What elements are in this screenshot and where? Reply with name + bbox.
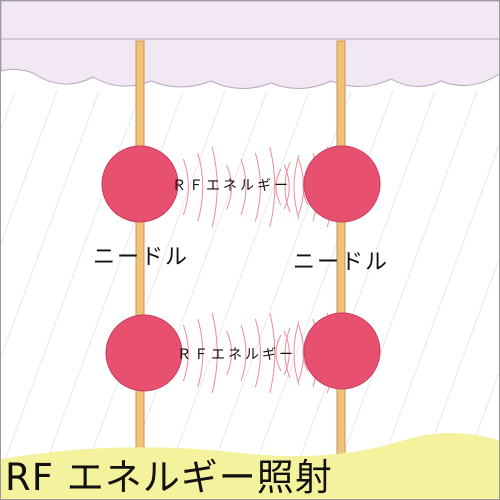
rf-energy-label-top: ＲＦエネルギー [172,178,291,194]
rf-wave-arc [226,164,233,210]
rf-wave-arc [240,324,247,382]
rf-wave-arc [211,312,218,394]
tissue-line [294,90,436,472]
rf-wave-arc [293,320,300,386]
rf-wave-arc [240,158,247,216]
tissue-line [462,371,499,472]
skin-surface [1,1,499,89]
tissue-line [84,90,226,472]
electrode-bottom-right [303,312,381,390]
rf-wave-arc [254,152,261,222]
rf-wave-arc [284,327,291,379]
rf-wave-arc [269,146,276,228]
tissue-line [336,90,478,472]
tissue-texture [1,90,499,472]
electrode-top-right [303,145,381,223]
tissue-line [252,90,394,472]
rf-wave-arc [298,158,305,216]
rf-energy-label-bottom: ＲＦエネルギー [177,347,296,363]
rf-wave-arc [275,168,282,206]
tissue-line [1,90,100,359]
tissue-line [42,90,184,472]
tissue-line [126,90,268,472]
tissue-line [378,143,499,472]
tissue-line [1,90,16,131]
tissue-line [1,90,58,245]
electrode-top-left [101,145,179,223]
rf-wave-arc [226,330,233,376]
caption-band [1,433,499,499]
electrode-bottom-left [105,314,183,392]
caption-title: RF エネルギー照射 [5,456,333,499]
rf-wave-arc [283,164,290,210]
rf-wave-arc [182,324,189,382]
tissue-line [420,257,499,472]
rf-wave-arc [197,152,204,222]
tissue-line [1,90,142,472]
rf-wave-arc [275,334,282,372]
rf-wave-arc [293,154,300,220]
tissue-line [168,90,310,472]
rf-wave-arc [254,318,261,388]
rf-wave-arc [283,330,290,376]
needle-label-right: ニードル [293,250,390,275]
rf-wave-arc [211,146,218,228]
rf-wave-arc [197,318,204,388]
rf-wave-arc [182,158,189,216]
needle-label-left: ニードル [93,245,190,270]
rf-wave-arc [269,312,276,394]
rf-wave-arc [284,161,291,213]
